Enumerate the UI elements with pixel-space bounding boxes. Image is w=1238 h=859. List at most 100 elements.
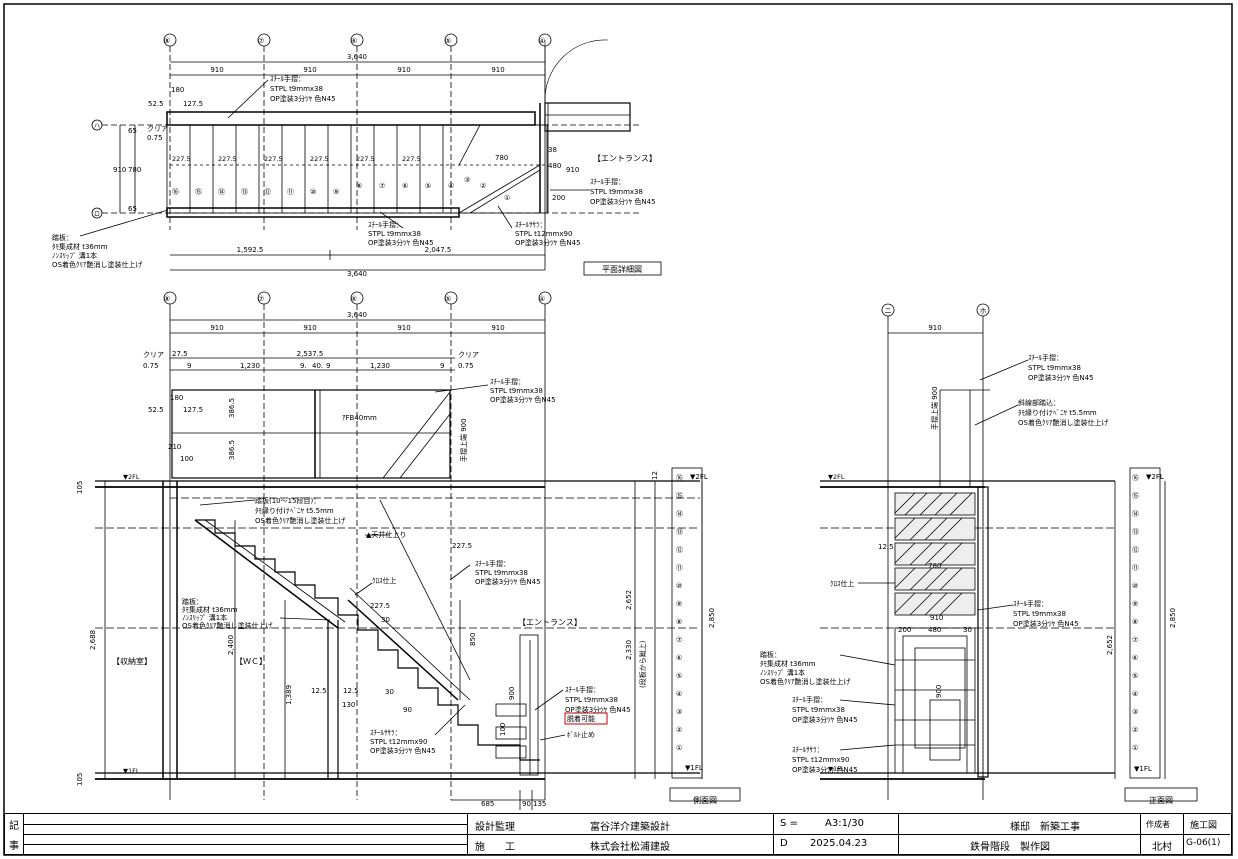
front-inner-dim: 480 [928,626,941,634]
plan-sub-dim: 2,047.5 [425,246,452,254]
plan-step-10: ⑩ [310,188,316,196]
side-note-line: ｽﾁｰﾙ手摺： [565,685,600,694]
date-label: D [780,838,788,849]
plan-tread-width: 227.5 [356,155,375,163]
plan-dim: 910 [113,166,126,174]
plan-step-14: ⑭ [218,188,225,196]
side-top-dim: 9. [300,362,307,370]
front-handrail-height: 手摺上端 900 [930,386,939,430]
front-note-line: ｽﾁｰﾙ手摺： [792,695,827,704]
plan-note-line: OP塗装3分ﾂﾔ 色N45 [368,238,434,247]
plan-note-line: STPL t9mmx38 [368,230,421,238]
front-note-line: ﾀﾓ集成材 t36mm [760,659,816,668]
plan-tread-width: 227.5 [218,155,237,163]
plan-overall-dim: 3,640 [347,53,367,61]
front-inner-dim: 900 [935,685,943,698]
drawing-number: G-06(1) [1186,838,1221,848]
front-step-label: ⑧ [1132,618,1138,626]
front-inner-dim: 12.5 [878,543,894,551]
front-step-ladder: ⑯ ⑮ ⑭ ⑬ ⑫ ⑪ ⑩ ⑨ ⑧ ⑦ ⑥ ⑤ ④ ③ ② ① ▼2FL ▼1F… [1132,473,1164,773]
front-step-label: ⑥ [1132,654,1138,662]
plan-note-line: STPL t9mmx38 [590,188,643,196]
plan-step-9: ⑨ [333,188,339,196]
plan-note-line: STPL t12mmx90 [515,230,572,238]
side-note-line: STPL t12mmx90 [370,738,427,746]
side-misc-dim: 12.5 [311,687,327,695]
side-top-dim: 9 [326,362,330,370]
plan-dim: 52.5 [148,100,164,108]
side-2fl-small: ▼2FL [690,473,708,481]
side-step-label: ⑥ [676,654,682,662]
front-note-line: STPL t9mmx38 [1013,610,1066,618]
drawing-type: 施工図 [1190,821,1218,831]
plan-dim: 65 [128,127,137,135]
side-misc-dim: 90 [522,800,531,808]
side-fb-label: ｱFB40mm [342,414,377,422]
side-misc-dim: 12 [651,471,659,480]
side-misc-dim: 135 [533,800,546,808]
plan-note-line: 踏板： [52,233,73,242]
plan-step-8: ⑧ [356,182,362,190]
plan-note-line: STPL t9mmx38 [270,85,323,93]
plan-dim: 780 [495,154,508,162]
plan-bottom-dim: 3,640 [347,270,367,278]
plan-note-line: OS着色ｸﾘｱ艶消し塗装仕上げ [52,260,142,269]
plan-note-line: ﾀﾓ集成材 t36mm [52,242,108,251]
plan-dim: 38 [548,146,557,154]
plan-view [79,33,662,276]
author-name: 北村 [1152,842,1172,853]
front-1fl-label: ▼1FL [828,765,845,773]
side-clear-left: 0.75 [143,362,159,370]
front-step-label: ④ [1132,690,1138,698]
side-note-line: OP塗装3分ﾂﾔ 色N45 [565,705,631,714]
plan-dim: 180 [171,86,184,94]
front-note-line: OS着色ｸﾘｱ艶消し塗装仕上げ [760,677,850,686]
side-removable-label: 脱着可能 [567,714,595,723]
title-block: 記 事 設計監理 富谷洋介建築設計 施 工 株式会社松浦建設 S = A3:1/… [4,813,1232,855]
side-step-ladder: ⑯ ⑮ ⑭ ⑬ ⑫ ⑪ ⑩ ⑨ ⑧ ⑦ ⑥ ⑤ ④ ③ ② ① ▼1FL ▼2F… [676,473,708,772]
builder-name: 株式会社松浦建設 [590,842,670,853]
side-bay-dim: 910 [491,324,504,332]
side-misc-dim: 100 [499,723,507,736]
side-note-line: ｽﾁｰﾙ手摺： [490,377,525,386]
side-grid-8: ⑧ [164,295,170,303]
side-note-line: ﾀﾓ縁り付けﾍﾞﾆﾔ t5.5mm [255,506,334,515]
plan-step-12: ⑫ [264,188,271,196]
side-note-line: 踏板： [182,597,203,606]
front-note-line: STPL t12mmx90 [792,756,849,764]
plan-bay-dim: 910 [397,66,410,74]
side-note-line: OS着色ｸﾘｱ艶消し塗装仕上げ [255,516,345,525]
front-grid-ho: ホ [980,307,987,315]
plan-note-line: ｽﾁｰﾙ手摺： [590,177,625,186]
side-riser-label: (段板から蹴上) [638,640,647,688]
side-vdim: 850 [469,633,477,646]
front-step-label: ⑤ [1132,672,1138,680]
side-step-label: ⑨ [676,600,682,608]
side-step-label: ⑯ [676,474,683,482]
side-step-label: ① [676,744,682,752]
side-top-dim: 9 [440,362,444,370]
plan-title: 平面詳細図 [602,264,642,274]
side-grid-4: ④ [539,295,545,303]
plan-note-line: ｽﾁｰﾙｻｻﾗ： [515,221,547,229]
side-handrail-height: 手摺上端 900 [459,418,468,462]
side-note-line: ｽﾁｰﾙ手摺： [475,559,510,568]
side-note-line: 踏板(10～15段目)： [255,496,320,505]
plan-dim: 780 [128,166,141,174]
drawing-name: 鉄骨階段 製作図 [970,842,1050,853]
plan-grid-6: ⑥ [351,37,357,45]
side-clear-right: クリア [458,351,479,359]
front-cross-label: ｸﾛｽ仕上 [830,579,855,588]
plan-note-line: ｽﾁｰﾙ手摺： [368,220,403,229]
side-misc-dim: 105 [76,773,84,786]
front-note-line: OP塗装3分ﾂﾔ 色N45 [792,715,858,724]
side-room-wc: 【ＷＣ】 [235,657,267,666]
plan-grid-8: ⑧ [164,37,170,45]
side-grid-6: ⑥ [351,295,357,303]
side-ceiling-label: ▲天井仕上り [366,530,406,539]
front-step-label: ⑯ [1132,474,1139,482]
side-left-dim: 127.5 [183,406,203,414]
front-step-label: ⑭ [1132,510,1139,518]
project-name: 様邸 新築工事 [1010,822,1080,833]
front-2fl-small: ▼2FL [1146,473,1164,481]
